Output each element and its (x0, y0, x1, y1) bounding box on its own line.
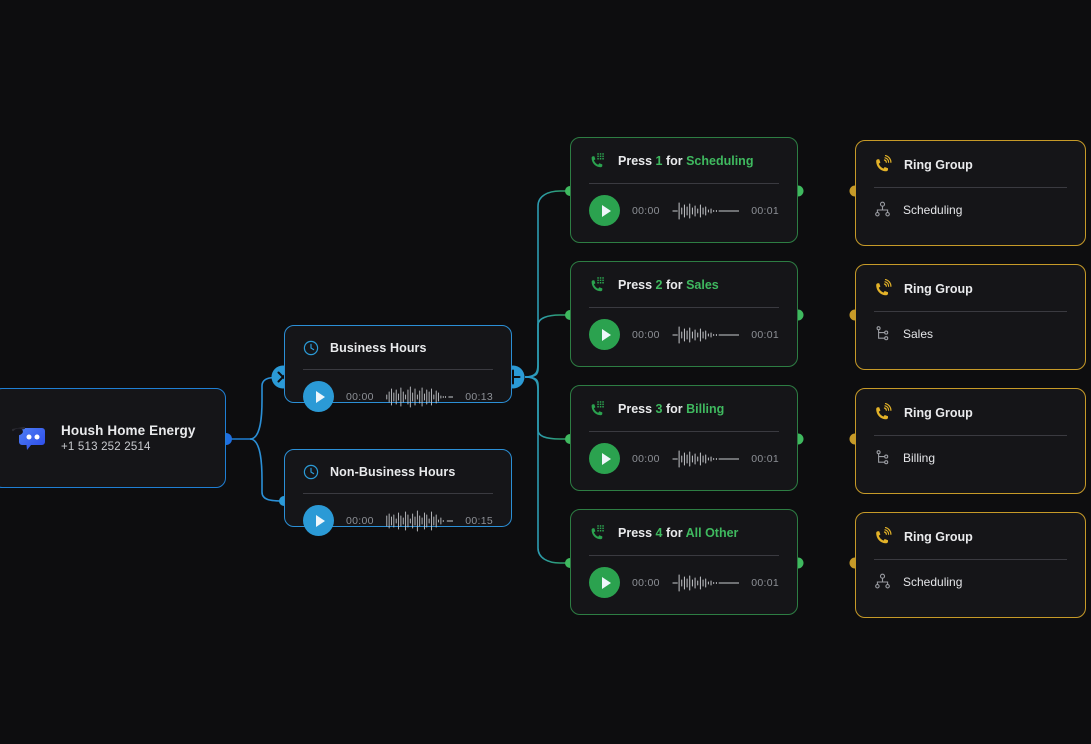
audio-total-time: 00:15 (465, 514, 493, 527)
divider (589, 183, 779, 184)
play-icon[interactable] (589, 319, 620, 350)
play-icon[interactable] (303, 381, 334, 412)
divider (874, 187, 1067, 188)
divider (589, 307, 779, 308)
contact-name: Housh Home Energy (61, 423, 196, 438)
ring-group-destination: Billing (903, 450, 936, 465)
audio-current-time: 00:00 (632, 328, 660, 341)
play-icon[interactable] (303, 505, 334, 536)
phone-dialpad-icon (591, 277, 604, 292)
ivr-digit: 3 (655, 402, 663, 416)
audio-current-time: 00:00 (346, 514, 374, 527)
node-title: Business Hours (330, 341, 427, 355)
audio-total-time: 00:01 (751, 452, 779, 465)
ivr-option-node[interactable]: Press 1 for Scheduling 00:00 00:01 (570, 137, 798, 243)
play-icon[interactable] (589, 443, 620, 474)
ivr-option-label: Press 2 for Sales (618, 278, 719, 292)
contact-node[interactable]: Housh Home Energy +1 513 252 2514 (0, 388, 226, 488)
org-tree-icon (875, 201, 890, 217)
ivr-destination: All Other (685, 526, 739, 540)
audio-current-time: 00:00 (632, 576, 660, 589)
audio-current-time: 00:00 (632, 452, 660, 465)
ivr-option-node[interactable]: Press 4 for All Other 00:00 00:01 (570, 509, 798, 615)
ivr-option-node[interactable]: Press 3 for Billing 00:00 00:01 (570, 385, 798, 491)
audio-waveform-icon[interactable] (672, 570, 740, 596)
audio-total-time: 00:13 (465, 390, 493, 403)
ring-group-destination: Sales (903, 326, 934, 341)
play-icon[interactable] (589, 195, 620, 226)
business-hours-node[interactable]: Business Hours 00:00 (284, 325, 512, 412)
clock-icon (303, 464, 319, 480)
non-business-hours-node[interactable]: Non-Business Hours 00:00 (284, 449, 512, 536)
ring-group-destination: Scheduling (903, 574, 963, 589)
audio-total-time: 00:01 (751, 328, 779, 341)
divider (303, 369, 493, 370)
audio-waveform-icon[interactable] (672, 322, 740, 348)
audio-waveform-icon[interactable] (672, 198, 740, 224)
phone-dialpad-icon (591, 401, 604, 416)
divider (589, 431, 779, 432)
ivr-digit: 1 (655, 154, 663, 168)
ring-group-destination: Scheduling (903, 202, 963, 217)
contact-phone: +1 513 252 2514 (61, 441, 151, 453)
ring-group-title: Ring Group (904, 529, 973, 544)
clock-icon (303, 340, 319, 356)
audio-total-time: 00:01 (751, 204, 779, 217)
divider (874, 559, 1067, 560)
audio-current-time: 00:00 (346, 390, 374, 403)
ring-group-title: Ring Group (904, 405, 973, 420)
divider (874, 435, 1067, 436)
audio-waveform-icon[interactable] (672, 446, 740, 472)
org-tree-icon (875, 573, 890, 589)
ring-group-title: Ring Group (904, 281, 973, 296)
ivr-destination: Scheduling (686, 154, 754, 168)
chat-bubble-sunglasses-icon (11, 421, 47, 455)
ring-group-node[interactable]: Ring Group Scheduling (855, 512, 1086, 618)
ivr-destination: Billing (686, 402, 725, 416)
phone-ringing-icon (876, 527, 892, 544)
audio-waveform-icon[interactable] (386, 508, 454, 534)
ivr-option-label: Press 3 for Billing (618, 402, 725, 416)
ivr-digit: 4 (655, 526, 663, 540)
ring-group-node[interactable]: Ring Group Sales (855, 264, 1086, 370)
ivr-option-node[interactable]: Press 2 for Sales 00:00 00:01 (570, 261, 798, 367)
ivr-digit: 2 (655, 278, 663, 292)
phone-dialpad-icon (591, 525, 604, 540)
audio-waveform-icon[interactable] (386, 384, 454, 410)
ivr-option-label: Press 1 for Scheduling (618, 154, 754, 168)
phone-ringing-icon (876, 403, 892, 420)
ivr-destination: Sales (686, 278, 719, 292)
phone-ringing-icon (876, 155, 892, 172)
divider (303, 493, 493, 494)
branch-node-icon (876, 450, 889, 465)
divider (589, 555, 779, 556)
branch-node-icon (876, 326, 889, 341)
play-icon[interactable] (589, 567, 620, 598)
ring-group-node[interactable]: Ring Group Scheduling (855, 140, 1086, 246)
ring-group-title: Ring Group (904, 157, 973, 172)
phone-ringing-icon (876, 279, 892, 296)
divider (874, 311, 1067, 312)
phone-dialpad-icon (591, 153, 604, 168)
audio-total-time: 00:01 (751, 576, 779, 589)
node-title: Non-Business Hours (330, 465, 456, 479)
ring-group-node[interactable]: Ring Group Billing (855, 388, 1086, 494)
ivr-option-label: Press 4 for All Other (618, 526, 739, 540)
audio-current-time: 00:00 (632, 204, 660, 217)
